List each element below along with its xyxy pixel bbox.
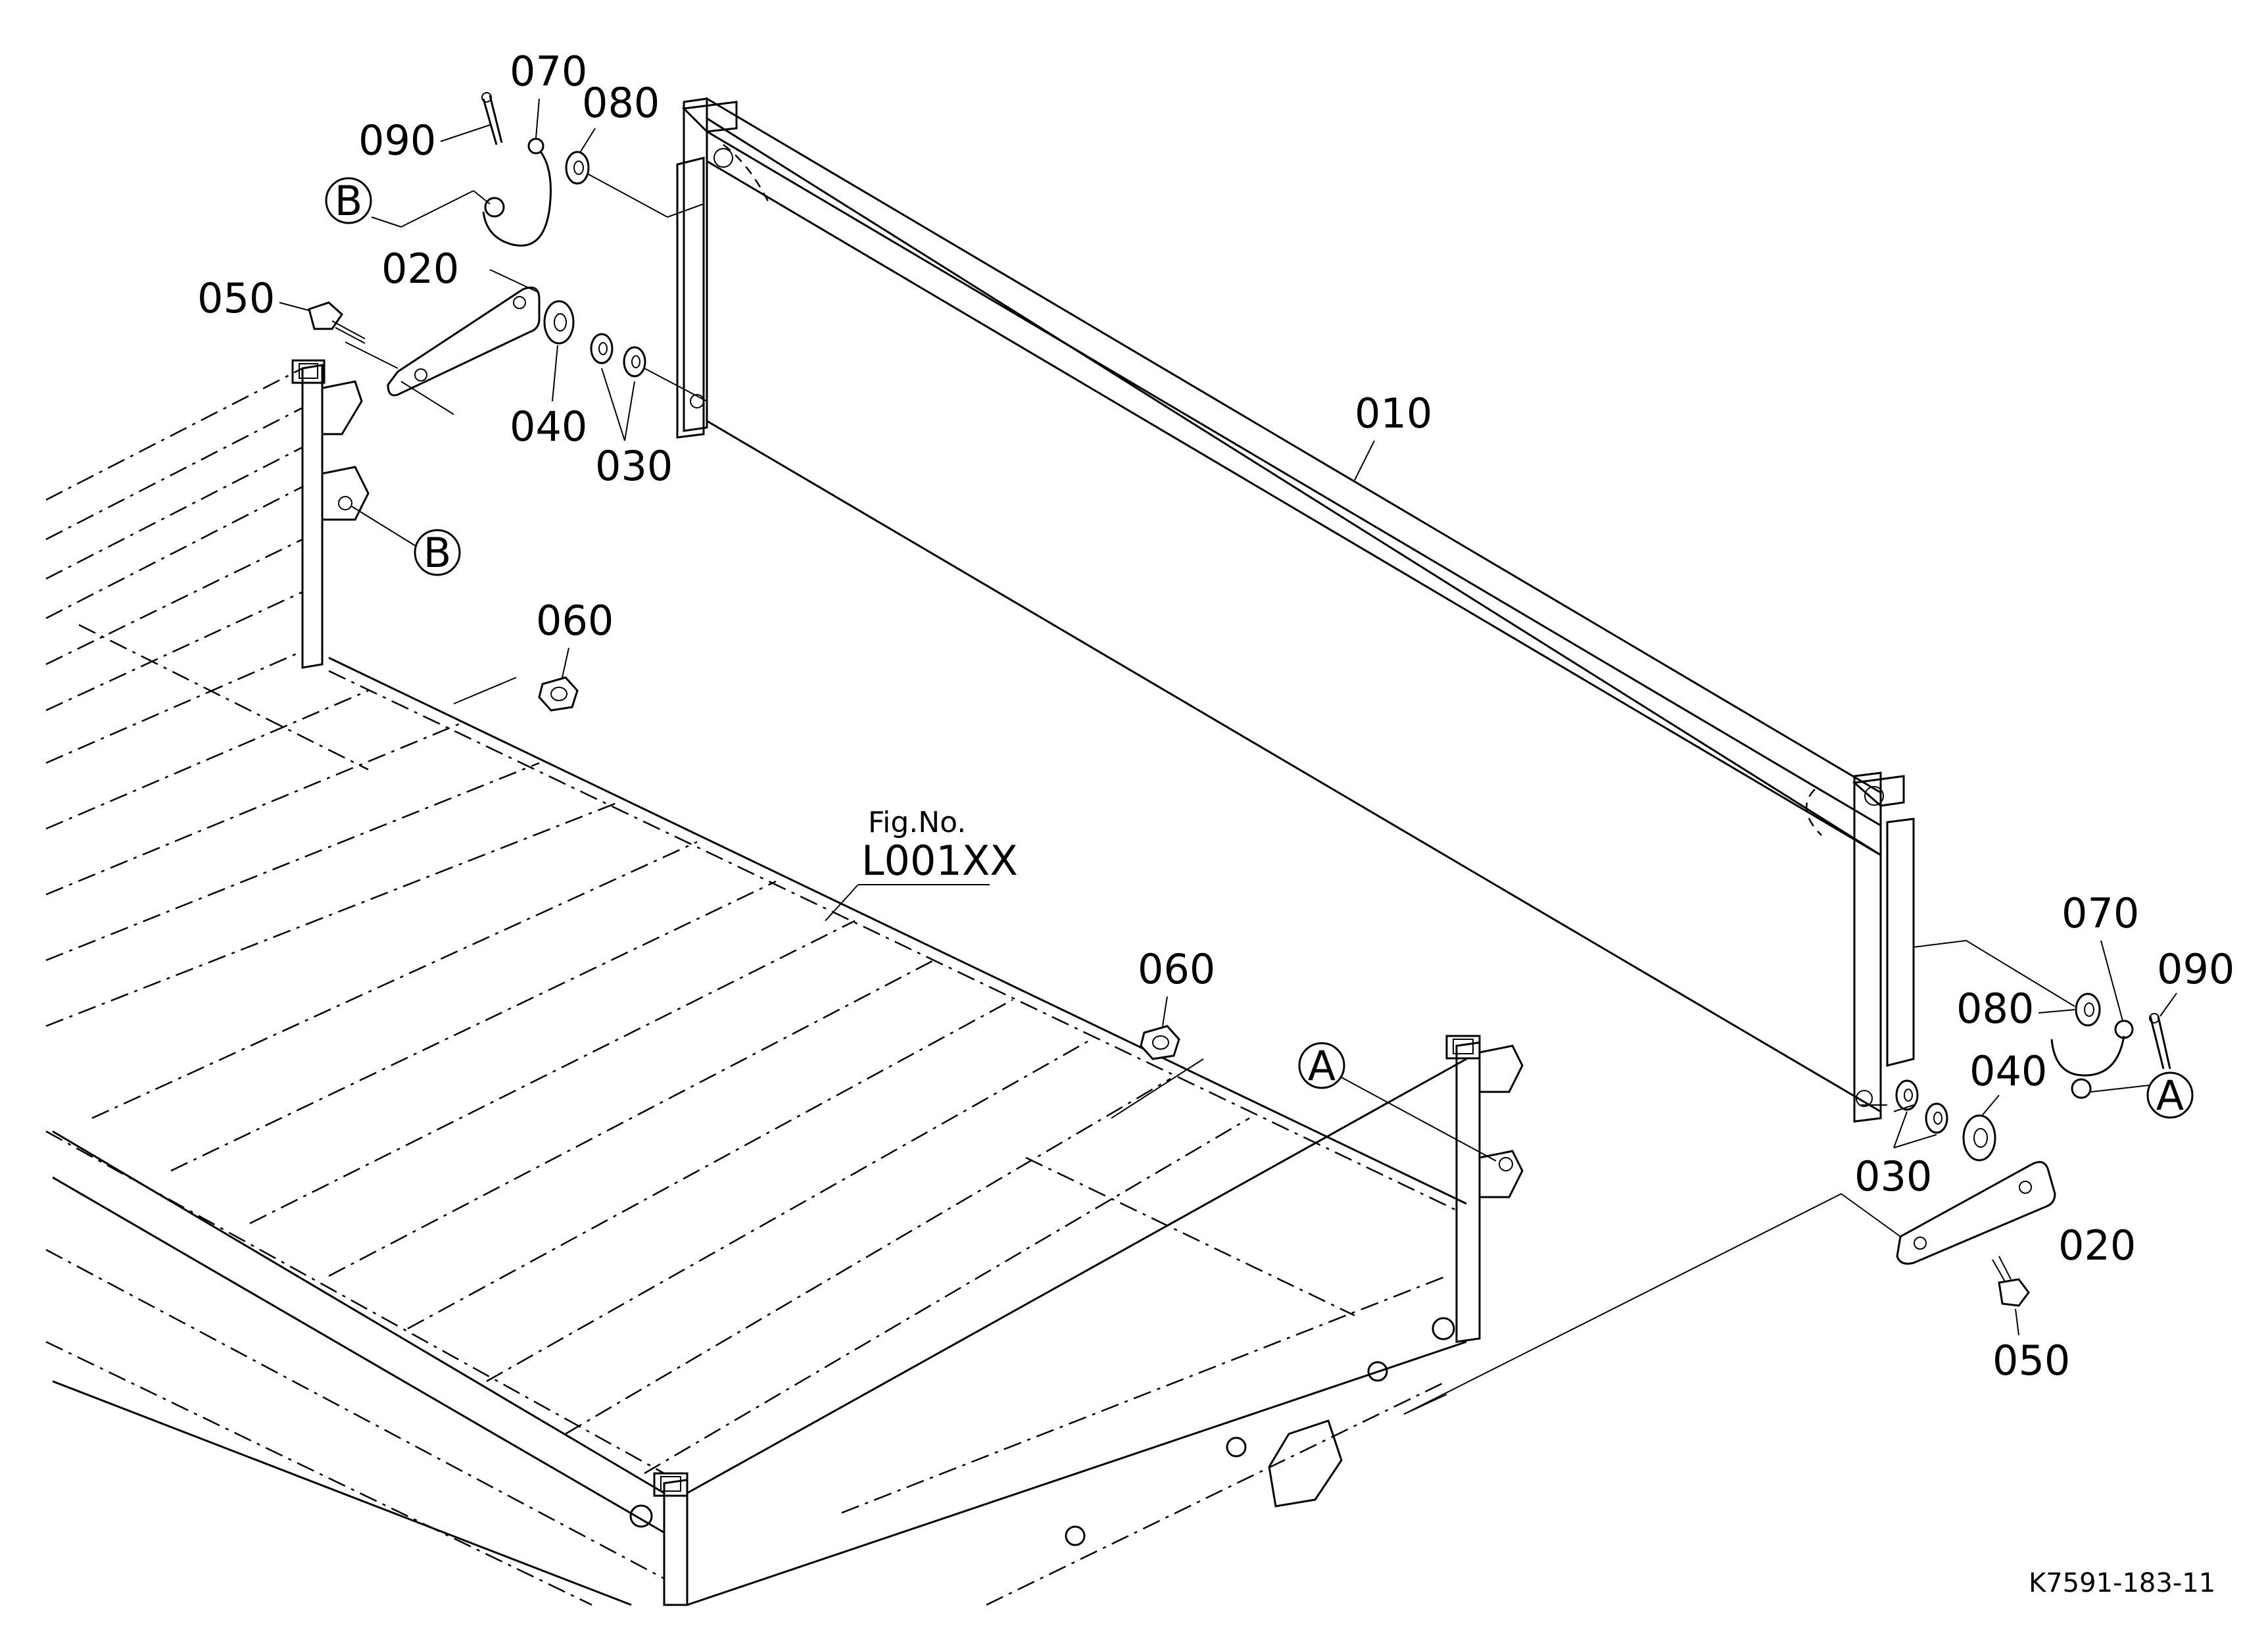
label-030-left: 030 — [595, 442, 673, 490]
fig-ref-line2: L001XX — [861, 837, 1018, 885]
label-080-right: 080 — [1956, 985, 2034, 1033]
label-070-right: 070 — [2062, 889, 2139, 937]
label-020-right: 020 — [2058, 1221, 2136, 1269]
svg-text:A: A — [1308, 1042, 1336, 1090]
nut-060-mid — [1111, 1025, 1204, 1119]
label-050-right: 050 — [1992, 1337, 2070, 1385]
svg-text:B: B — [335, 177, 363, 225]
bolt-050-right — [1992, 1256, 2030, 1307]
label-060-top: 060 — [536, 597, 614, 645]
pin-090-left — [481, 92, 503, 145]
svg-text:A: A — [2156, 1071, 2184, 1119]
figure-reference: Fig.No. L001XX — [825, 806, 1018, 922]
label-090-left: 090 — [358, 116, 436, 164]
label-070-left: 070 — [510, 47, 587, 95]
label-040-left: 040 — [510, 403, 587, 451]
label-050-left: 050 — [197, 274, 275, 322]
right-hardware — [1403, 940, 2171, 1415]
marker-b-top: B — [325, 177, 491, 228]
washer-080-left — [565, 151, 590, 185]
label-040-right: 040 — [1969, 1047, 2047, 1095]
pin-090-right — [2149, 1013, 2171, 1069]
tailgate-panel — [676, 97, 1915, 1123]
fig-ref-line1: Fig.No. — [868, 806, 966, 839]
label-010: 010 — [1355, 389, 1432, 437]
washer-080-right — [2075, 993, 2101, 1027]
marker-a-right: A — [2090, 1071, 2194, 1119]
truck-bed — [45, 359, 1524, 1606]
bolt-050-left — [308, 301, 366, 344]
lanyard-070-left — [482, 137, 552, 247]
washer-030-right — [1895, 1079, 1948, 1134]
link-plate-020-left — [387, 286, 541, 397]
washer-030-left — [590, 333, 646, 378]
markers: A A B B — [325, 177, 2194, 1162]
washer-040-left — [543, 300, 575, 345]
label-030-right: 030 — [1854, 1152, 1932, 1200]
marker-a-front: A — [1298, 1042, 1497, 1162]
marker-b-post: B — [351, 506, 461, 577]
drawing-number: K7591-183-11 — [2029, 1568, 2215, 1598]
label-020-left: 020 — [381, 245, 459, 293]
svg-text:B: B — [423, 529, 452, 577]
lanyard-070-right — [2050, 1020, 2134, 1099]
nut-060-top — [453, 676, 579, 712]
link-plate-020-right — [1896, 1161, 2056, 1265]
label-090-right: 090 — [2157, 945, 2234, 993]
label-060-mid: 060 — [1138, 945, 1215, 993]
label-080-left: 080 — [582, 79, 660, 127]
left-hardware — [308, 92, 708, 415]
callouts: 010 020 020 030 030 040 040 050 050 060 … — [197, 47, 2234, 1385]
washer-040-right — [1962, 1114, 1996, 1162]
